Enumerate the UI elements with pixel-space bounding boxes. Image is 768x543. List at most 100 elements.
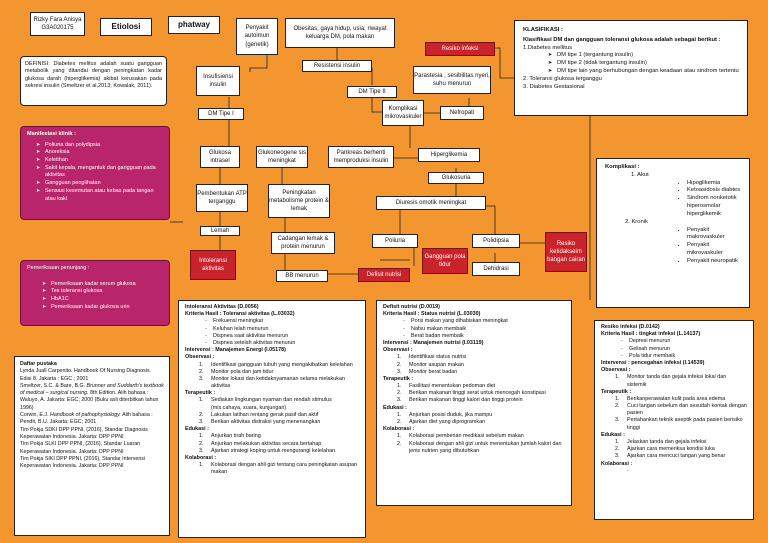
- plan-kol-list: 1.Kolaborasi dengan ahli gizi tentang ca…: [199, 462, 359, 476]
- plan-section: Edukasi :: [185, 426, 209, 433]
- plan-section: Kolaborasi :: [185, 454, 217, 461]
- plan-ter-list: 1.Sediakan lingkungan nyaman dan rendah …: [199, 397, 359, 426]
- list-item: Ajarkan diet yang diprogramkan: [409, 419, 486, 425]
- list-item: Sindrom nonketotik hiperosmolar hipergli…: [687, 195, 741, 218]
- list-item: Poliuria dan polydipsia: [36, 142, 163, 150]
- pustaka-author: Smeltzer, S.C. & Bare, B.G.: [20, 382, 87, 389]
- list-item: Sediakan lingkungan nyaman dan rendah st…: [211, 397, 332, 411]
- plan-kh-list: -Depresi menurun -Gelisah menurun -Pola …: [621, 338, 676, 359]
- list-item: Dispnea saat aktivitas menurun: [213, 332, 289, 339]
- node-pembentukan-atp: Pembentukan ATP terganggu: [196, 184, 248, 212]
- list-item: Frekuensi meningkat: [213, 318, 264, 325]
- list-item: Keluhan lelah menurun: [213, 325, 269, 332]
- list-item: Monitor berat badan: [409, 368, 458, 375]
- plan-section: Terapeutik :: [601, 388, 632, 395]
- komplikasi-kronik-list: Penyakit makrovaskuler Penyakit mikrovas…: [687, 227, 741, 266]
- plan-edu-list: 1.Anjurkan tirah baring 2.Anjurkan melak…: [199, 433, 336, 454]
- connector: [460, 205, 496, 234]
- pustaka-box: Daftar pustaka Lynda Juall Carpenito. Ha…: [14, 356, 170, 536]
- manifestasi-box: Manifestasi klinik : Poliuria dan polydi…: [20, 126, 170, 220]
- node-resistensi: Resistensi insulin: [302, 60, 372, 72]
- klasifikasi-l1: 1.Diabetes mellitus: [523, 44, 572, 51]
- komplikasi-akut-label: 1. Akut: [631, 171, 649, 178]
- list-item: Pola tidur membaik: [629, 352, 676, 359]
- komplikasi-akut-list: Hipoglikemia Ketoasidosis diabtes Sindro…: [687, 180, 741, 219]
- node-poliuria: Poliuria: [372, 234, 418, 248]
- list-item: Anjurkan posisi duduk, jika mampu: [409, 411, 493, 418]
- plan-obs-list: 1.Monitor tanda dan gejala infeksi lokal…: [615, 374, 747, 388]
- plan-obs-list: 1.Identifikasi status nutrisi 2.Monitor …: [397, 354, 467, 375]
- list-item: Penyakit mikrovaskuler: [687, 242, 741, 258]
- list-item: Ajarkan strategi koping untuk mengurangi…: [211, 447, 336, 454]
- list-item: Monitor tanda dan gejala infeksi lokal d…: [627, 374, 727, 388]
- plan-ter-list: 1.Fasilitasi menentukan pedoman diet 2.B…: [397, 383, 546, 404]
- definisi-box: DEFINISI: Diabetes melitus adalah suatu …: [20, 56, 167, 106]
- plan-kh-list: -Frekuensi meningkat -Keluhan lelah menu…: [205, 318, 296, 346]
- list-item: Porsi makan yang dihabiskan meningkat: [411, 318, 508, 325]
- plan-section: Kolaborasi :: [383, 426, 415, 433]
- node-penyakit-autoimun: Penyakit autoimun (genetik): [236, 18, 278, 55]
- komplikasi-box: Komplikasi : 1. Akut Hipoglikemia Ketoas…: [596, 158, 750, 308]
- list-item: HbA1C: [42, 296, 163, 304]
- list-item: Ajarkan cara mencuci tangan yang benar: [627, 453, 726, 460]
- list-item: Pemeriksaan kadar glukosa urin: [42, 304, 163, 312]
- author-name: Rizky Fara Anisya: [33, 16, 82, 23]
- list-item: Identifikasi gangguan tubuh yang mengaki…: [211, 361, 353, 368]
- pustaka-author: Corwin, E.J.: [20, 412, 51, 419]
- list-item: Dispnea setelah aktivitas menurun: [213, 339, 296, 346]
- list-item: Berikan aktivitas distraksi yang menenan…: [211, 419, 321, 425]
- node-dm1: DM Tipe I: [198, 108, 244, 120]
- plan-section: Observasi :: [185, 354, 215, 361]
- pustaka-entry: Corwin, E.J. Handbook of pathophysiology…: [20, 412, 164, 427]
- plan-intervensi: Intervensi : pencegahan infeksi (I.14539…: [601, 359, 705, 366]
- node-resiko-cairan: Resiko ketidakseim bangan cairan: [545, 232, 587, 272]
- author-box: Rizky Fara Anisya G3A020175: [30, 12, 85, 36]
- node-dehidrasi: Dehidrasi: [472, 262, 520, 276]
- plan-kol-list: -: [615, 468, 747, 475]
- list-item: -: [627, 467, 629, 474]
- list-item: Penyakit neuropatik: [687, 258, 741, 266]
- list-item: Fasilitasi menentukan pedoman diet: [409, 383, 496, 390]
- node-komplikasi-mikro: Komplikasi mikrovaskuler: [382, 100, 424, 126]
- etiologi-label: Etiolosi: [100, 18, 152, 36]
- pustaka-entry: Tim Pokja SDKI DPP PPNI, (2016), Standar…: [20, 426, 148, 440]
- node-cadangan: Cadangan lemak & protein menurun: [271, 232, 335, 254]
- node-parastesia: Parastesia , sesibilitas nyeri, suhu men…: [413, 66, 491, 94]
- node-intoleransi: Intoleransi aktivitas: [190, 250, 236, 280]
- connector: [249, 55, 268, 72]
- list-item: Monitor lokasi dan ketidaknyamanan selam…: [211, 375, 345, 390]
- komplikasi-title: Komplikasi :: [605, 164, 640, 170]
- defisit-plan-box: Defisit nutrisi (D.0019) Kriteria Hasil …: [376, 300, 572, 506]
- list-item: Anjurkan tirah baring: [211, 433, 261, 440]
- list-item: Lakukan latihan rentang gerak pasif dan …: [211, 411, 319, 418]
- list-item: Anoreksia: [36, 149, 163, 157]
- node-diuresis: Diuresis omotik meningkat: [376, 196, 486, 210]
- klasifikasi-l2: 2. Toleransi glukosa terganggu: [523, 75, 602, 82]
- plan-section: Edukasi :: [383, 404, 407, 411]
- list-item: Ajarkan cara memeriksa kondisi luka: [627, 446, 715, 453]
- node-glukosuria: Glukosuria: [428, 172, 484, 184]
- pustaka-title: Daftar pustaka: [20, 361, 57, 367]
- list-item: Tes toleransi glukosa: [42, 288, 163, 296]
- plan-edu-list: 1.Jelaskan tanda dan gejala infeksi 2.Aj…: [615, 439, 726, 460]
- list-item: Hipoglikemia: [687, 180, 741, 188]
- plan-ter-list: 1.Berikanperawatan kulit pada area edema…: [615, 395, 747, 431]
- pustaka-entry: Lynda Juall Carpenito. Handbook Of Nursi…: [20, 368, 152, 382]
- pathway-label: phatway: [168, 16, 220, 34]
- infeksi-plan-box: Resiko infeksi (D.0142) Kriteria Hasil :…: [594, 320, 754, 520]
- plan-section: Terapeutik :: [185, 390, 216, 397]
- plan-kol-list: 1.Kolaborasi pemberian medikasi sebelum …: [397, 433, 565, 455]
- list-item: DM tipe lain yang berhubungan dengan kea…: [548, 68, 739, 76]
- node-glukosa-intrasel: Glukosa intrasel: [200, 146, 240, 168]
- list-item: Berikanperawatan kulit pada area edema: [627, 395, 726, 402]
- node-resiko-infeksi: Resiko infeksi: [425, 42, 495, 56]
- klasifikasi-l3: 3. Diabetes Gestasional: [523, 83, 585, 90]
- pustaka-book-title: Brunner and Suddarth's textbook of medic…: [20, 382, 164, 397]
- node-bb-menurun: BB menurun: [276, 270, 328, 282]
- list-item: Penyakit makrovaskuler: [687, 227, 741, 243]
- plan-intervensi: Intervensi : Manajemen nutrisi (I.03119): [383, 339, 484, 346]
- klasifikasi-subtitle: Klasifikasi DM dan gangguan toleransi gl…: [523, 36, 721, 43]
- node-metabolisme: Peningkatan metabolisme protein & lemak: [268, 184, 330, 218]
- penunjang-box: Pemeriksaan penunjang : Pemeriksaan kada…: [20, 260, 170, 326]
- plan-kriteria: Kriteria Hasil : Toleransi aktivitas (L.…: [185, 311, 295, 318]
